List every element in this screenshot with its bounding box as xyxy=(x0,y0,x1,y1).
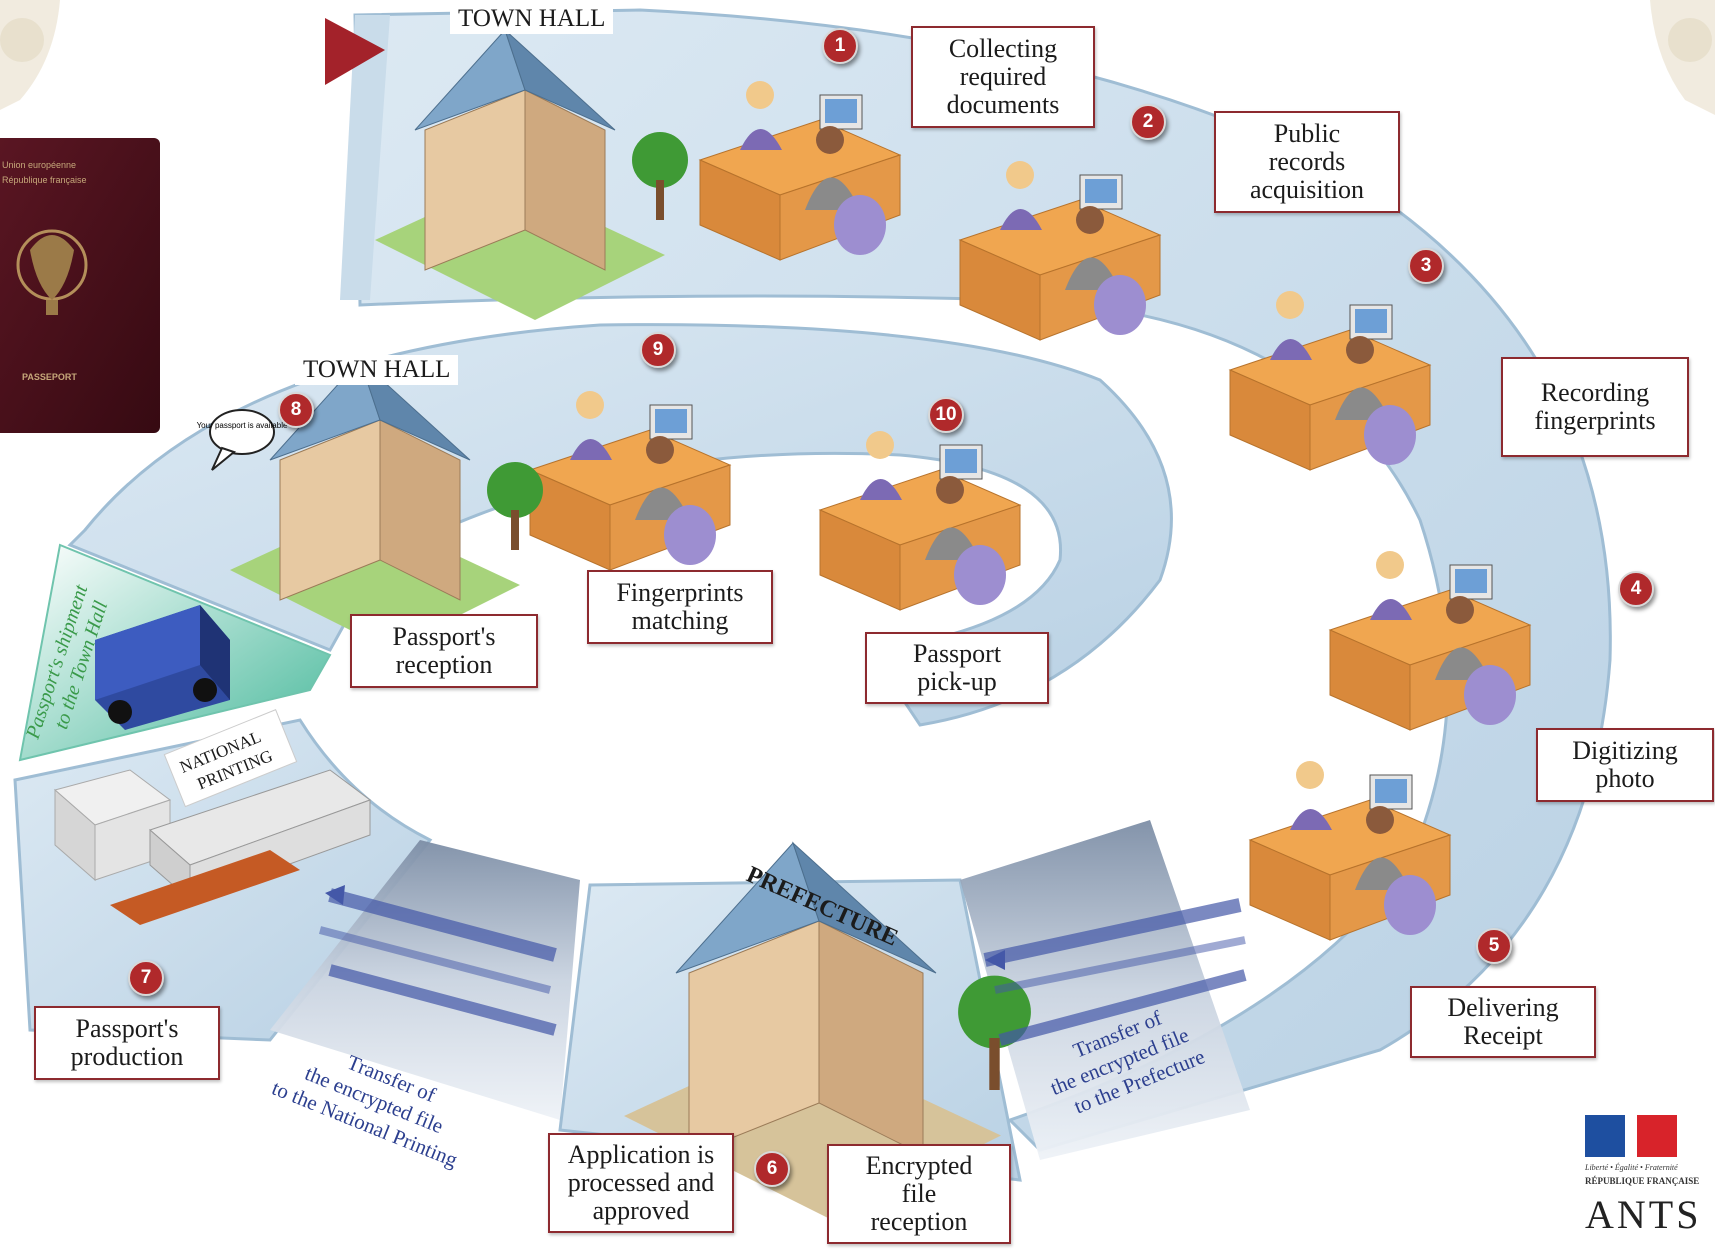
desk-station-2 xyxy=(958,161,1162,341)
office-desks xyxy=(528,81,1532,941)
step-badge-3: 3 xyxy=(1408,248,1444,284)
passport-cover-icon xyxy=(0,138,160,433)
step-badge-4: 4 xyxy=(1618,571,1654,607)
step-badge-7: 7 xyxy=(128,960,164,996)
step-badge-2: 2 xyxy=(1130,104,1166,140)
step-label-9: Fingerprints matching xyxy=(587,570,773,644)
ants-logo: Liberté • Égalité • Fraternité RÉPUBLIQU… xyxy=(1584,1115,1701,1237)
step-label-10: Passport pick-up xyxy=(865,632,1049,704)
town-hall-title-top: TOWN HALL xyxy=(450,4,614,34)
desk-station-10 xyxy=(818,431,1022,611)
binary-stream-printing xyxy=(318,885,557,1036)
desk-station-5 xyxy=(1248,761,1452,941)
desk-station-1 xyxy=(698,81,902,261)
svg-text:RÉPUBLIQUE FRANÇAISE: RÉPUBLIQUE FRANÇAISE xyxy=(1585,1176,1699,1186)
printing-machine-icon xyxy=(53,769,372,925)
armored-van-icon xyxy=(95,605,230,730)
step-label-1: Collecting required documents xyxy=(911,26,1095,128)
step-label-4: Digitizing photo xyxy=(1536,728,1714,802)
transfer-panel-prefecture xyxy=(960,820,1250,1160)
step-badge-5: 5 xyxy=(1476,928,1512,964)
step-label-2: Public records acquisition xyxy=(1214,111,1400,213)
step-label-5: Delivering Receipt xyxy=(1410,986,1596,1058)
transfer-panel-printing xyxy=(270,840,580,1120)
step-label-3: Recording fingerprints xyxy=(1501,357,1689,457)
speech-bubble: Your passport is available xyxy=(197,409,288,471)
desk-station-9 xyxy=(528,391,732,571)
binary-stream-prefecture xyxy=(983,898,1247,1046)
town-hall-top-building xyxy=(375,28,688,320)
step-badge-6: 6 xyxy=(754,1151,790,1187)
step-label-7: Passport's production xyxy=(34,1006,220,1080)
emblem-right-icon xyxy=(1650,0,1715,115)
start-arrow-icon xyxy=(325,18,385,85)
step-badge-8: 8 xyxy=(278,392,314,428)
svg-text:ANTS: ANTS xyxy=(1585,1192,1701,1237)
encrypted-file-reception-label: Encrypted file reception xyxy=(827,1144,1011,1244)
step-badge-1: 1 xyxy=(822,28,858,64)
svg-text:Your passport is available: Your passport is available xyxy=(197,421,288,430)
step-badge-9: 9 xyxy=(640,332,676,368)
desk-station-4 xyxy=(1328,551,1532,731)
passport-line1: Union européenne xyxy=(2,160,77,170)
svg-text:Liberté • Égalité • Fraternité: Liberté • Égalité • Fraternité xyxy=(1584,1162,1678,1172)
emblem-left-icon xyxy=(0,0,60,110)
step-label-8: Passport's reception xyxy=(350,614,538,688)
passport-bottom: PASSEPORT xyxy=(22,372,77,382)
town-hall-title-inner: TOWN HALL xyxy=(295,355,459,385)
step-label-6: Application is processed and approved xyxy=(548,1133,734,1233)
passport-line2: République française xyxy=(2,175,87,185)
step-badge-10: 10 xyxy=(928,397,964,433)
desk-station-3 xyxy=(1228,291,1432,471)
